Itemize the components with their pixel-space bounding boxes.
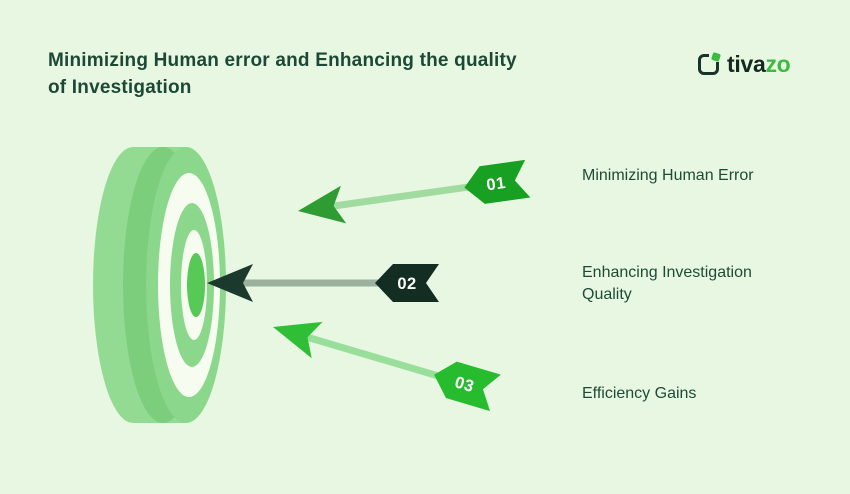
- arrow-02-shaft: [239, 279, 379, 287]
- label-efficiency-gains: Efficiency Gains: [582, 385, 697, 402]
- arrow-02-number: 02: [397, 275, 416, 293]
- tivazo-logo: tivazo: [698, 51, 791, 78]
- target-bullseye: [187, 253, 205, 317]
- arrow-02-badge: [375, 264, 439, 302]
- arrow-01: 01: [298, 159, 531, 224]
- arrow-03-head-icon: [273, 321, 323, 359]
- arrow-03-badge: [434, 361, 501, 412]
- label-minimizing-human-error: Minimizing Human Error: [582, 167, 754, 184]
- arrow-02: 02: [207, 264, 439, 302]
- arrow-03-number: 03: [453, 373, 477, 396]
- dartboard-target: [93, 147, 226, 423]
- page-title: Minimizing Human error and Enhancing the…: [48, 47, 517, 101]
- arrow-01-shaft: [329, 183, 469, 211]
- arrow-01-number: 01: [485, 174, 507, 195]
- arrow-02-head-icon: [207, 264, 253, 302]
- arrow-01-head-icon: [298, 185, 347, 224]
- page-title-line-1: Minimizing Human error and Enhancing the…: [48, 50, 517, 71]
- logo-wordmark: tivazo: [727, 51, 791, 78]
- logo-text-dark: tiva: [727, 51, 766, 77]
- arrow-03: 03: [273, 321, 501, 412]
- label-enhancing-investigation-quality: Enhancing Investigation Quality: [582, 264, 752, 303]
- tivazo-logo-icon: [698, 51, 722, 75]
- page-title-line-2: of Investigation: [48, 77, 192, 98]
- logo-text-green: zo: [765, 51, 791, 77]
- arrow-01-badge: [464, 159, 531, 204]
- arrow-03-shaft: [302, 332, 439, 380]
